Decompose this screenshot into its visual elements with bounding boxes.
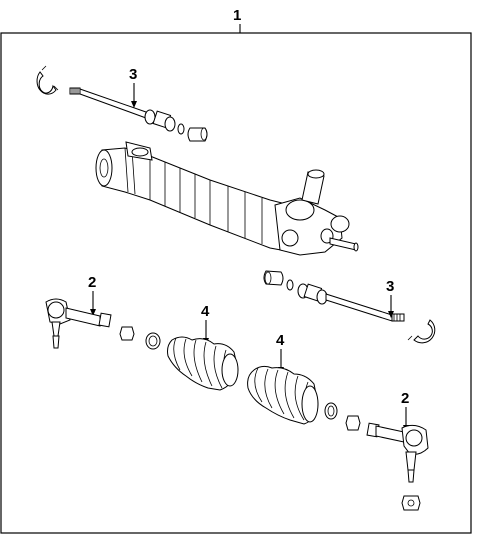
jam-nut-right	[345, 415, 361, 431]
bushing-lower	[263, 270, 284, 286]
tie-rod-end-left	[45, 298, 112, 349]
callout-4-right: 4	[276, 332, 285, 349]
assembly-frame	[0, 32, 472, 534]
boot-left	[167, 336, 239, 391]
clamp-right-small	[324, 402, 338, 420]
clamp-lower-right	[407, 319, 436, 344]
inner-tie-rod-lower	[297, 283, 405, 322]
callout-2-right: 2	[401, 390, 409, 407]
callout-1: 1	[233, 7, 241, 24]
jam-nut-upper	[177, 123, 185, 135]
castle-nut-right	[401, 495, 421, 511]
jam-nut-left	[119, 326, 135, 341]
callout-3-upper: 3	[129, 66, 137, 83]
callout-4-left: 4	[201, 303, 210, 320]
bushing-upper	[187, 127, 208, 142]
inner-tie-rod-upper	[69, 87, 176, 132]
clamp-left-small	[145, 332, 161, 350]
clamp-upper-left	[36, 65, 59, 95]
tie-rod-end-right	[366, 422, 429, 483]
callout-3-lower: 3	[386, 278, 394, 295]
jam-nut-lower	[286, 279, 294, 291]
steering-rack-housing	[95, 141, 359, 256]
callout-2-left: 2	[88, 274, 96, 291]
boot-right	[247, 365, 319, 425]
